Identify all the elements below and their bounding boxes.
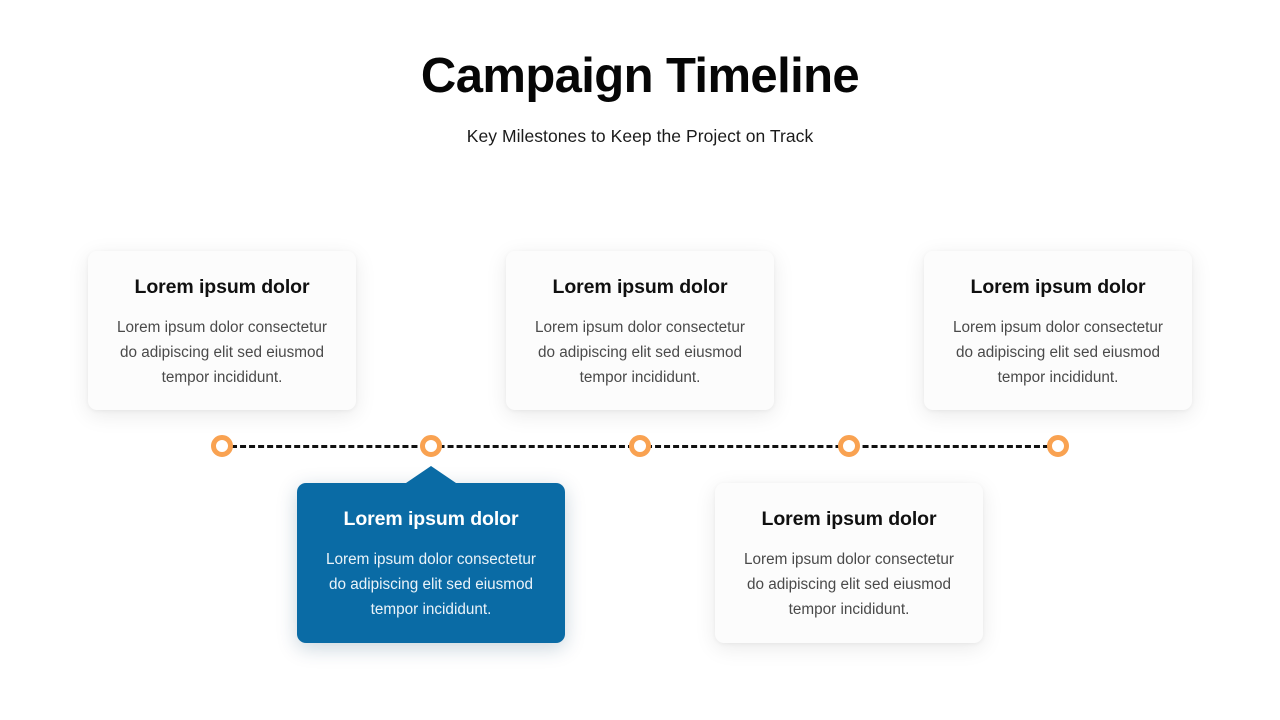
card-title: Lorem ipsum dolor [970,276,1146,298]
page-title: Campaign Timeline [420,49,860,103]
slide-header: Campaign Timeline Key Milestones to Keep… [0,50,1280,147]
timeline-card-2[interactable]: Lorem ipsum dolor Lorem ipsum dolor cons… [506,251,774,410]
callout-tail-icon [406,466,456,483]
timeline-card-1[interactable]: Lorem ipsum dolor Lorem ipsum dolor cons… [88,251,356,410]
card-body: Lorem ipsum dolor consectetur do adipisc… [952,319,1163,386]
timeline-marker-icon-5[interactable] [1047,435,1069,457]
card-title: Lorem ipsum dolor [552,276,728,298]
timeline-marker-icon-3[interactable] [629,435,651,457]
timeline-marker-icon-1[interactable] [211,435,233,457]
timeline-marker-icon-4[interactable] [838,435,860,457]
timeline-card-3[interactable]: Lorem ipsum dolor Lorem ipsum dolor cons… [924,251,1192,410]
timeline-axis [0,428,1280,464]
timeline-marker-icon-2[interactable] [420,435,442,457]
timeline-card-5[interactable]: Lorem ipsum dolor Lorem ipsum dolor cons… [715,483,983,643]
card-title: Lorem ipsum dolor [761,508,937,530]
card-body: Lorem ipsum dolor consectetur do adipisc… [116,319,327,386]
card-title: Lorem ipsum dolor [343,508,519,530]
card-title: Lorem ipsum dolor [134,276,310,298]
card-body: Lorem ipsum dolor consectetur do adipisc… [325,551,536,618]
card-body: Lorem ipsum dolor consectetur do adipisc… [534,319,745,386]
card-body: Lorem ipsum dolor consectetur do adipisc… [743,551,954,618]
timeline-card-4-highlighted[interactable]: Lorem ipsum dolor Lorem ipsum dolor cons… [297,466,565,643]
page-subtitle: Key Milestones to Keep the Project on Tr… [466,125,814,146]
